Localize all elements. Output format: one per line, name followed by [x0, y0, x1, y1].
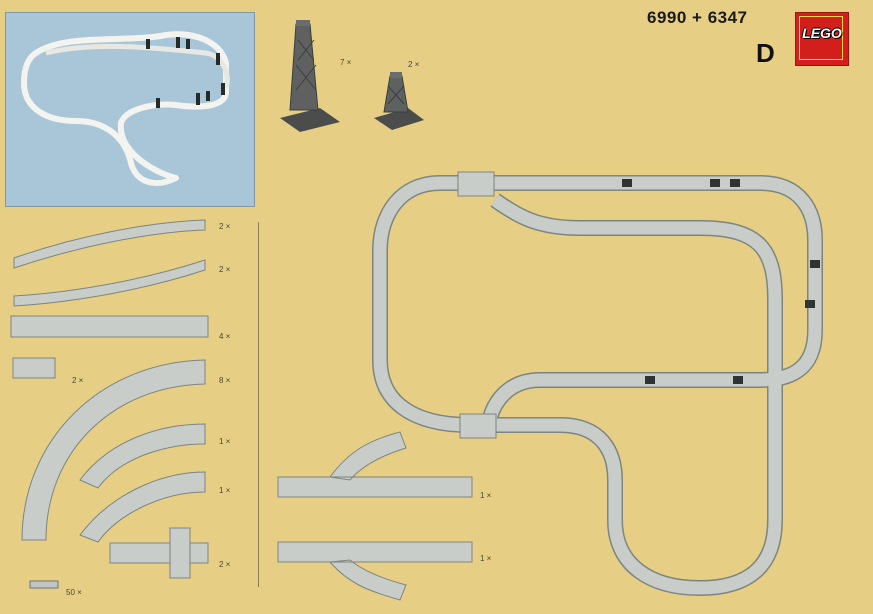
column-divider: [258, 222, 259, 587]
page-letter: D: [756, 38, 775, 68]
long-straight-qty: 4 ×: [219, 332, 231, 341]
layout-photo-drawing: [21, 31, 230, 186]
layout-photo: [5, 12, 255, 207]
short-pillar: [374, 72, 424, 130]
long-straight-part: [10, 315, 209, 338]
tiles-qty: 50 ×: [66, 588, 82, 597]
switch-left-part: [277, 431, 473, 498]
switch-left-qty: 1 ×: [480, 491, 492, 500]
short-pillar-qty: 2 ×: [408, 60, 420, 69]
curved-ramp-up-part: [13, 219, 206, 269]
large-curve-qty: 8 ×: [219, 376, 231, 385]
curved-ramp-up-qty: 2 ×: [219, 222, 231, 231]
curved-ramp-down-part: [13, 259, 206, 307]
curve-left-part: [79, 471, 206, 543]
curve-right-qty: 1 ×: [219, 437, 231, 446]
tiles-part: [29, 580, 59, 589]
junction-piece-qty: 2 ×: [219, 560, 231, 569]
junction-piece-part: [109, 542, 209, 564]
large-curve-part: [21, 359, 206, 541]
curve-right-part: [79, 423, 206, 489]
short-straight-qty: 2 ×: [72, 376, 84, 385]
short-straight-part: [12, 357, 56, 379]
set-numbers: 6990 + 6347: [647, 8, 748, 27]
tall-pillar: [280, 20, 340, 132]
switch-right-part: [277, 541, 473, 601]
switch-right-qty: 1 ×: [480, 554, 492, 563]
curve-left-qty: 1 ×: [219, 486, 231, 495]
tall-pillar-qty: 7 ×: [340, 58, 352, 67]
curved-ramp-down-qty: 2 ×: [219, 265, 231, 274]
logo-text: LEGO: [802, 25, 842, 41]
lego-logo: LEGO: [795, 12, 849, 66]
